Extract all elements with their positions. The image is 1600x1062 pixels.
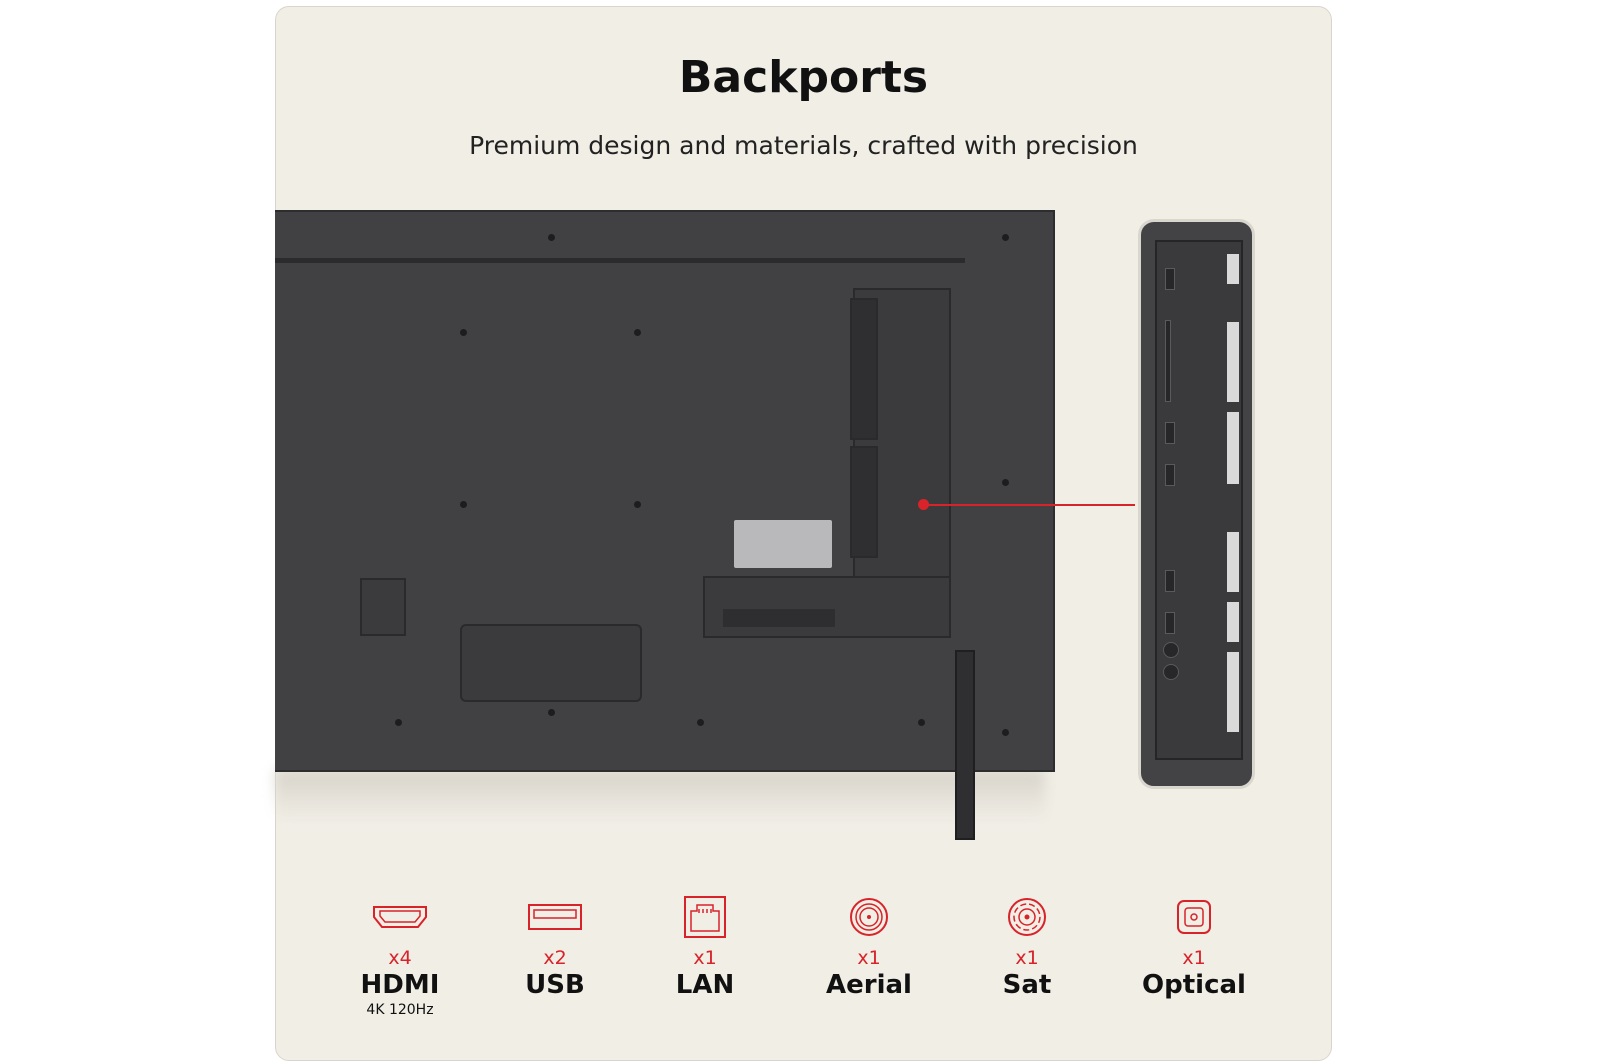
feature-count: x1 xyxy=(1015,947,1039,969)
vesa-mount-hole xyxy=(634,501,641,508)
aerial-port xyxy=(1163,642,1179,658)
callout-dot xyxy=(918,499,929,510)
callout-line xyxy=(925,504,1135,506)
port-zoom-view xyxy=(1138,219,1255,789)
hdmi-port xyxy=(1165,464,1175,486)
hdmi-port xyxy=(1165,570,1175,592)
rating-label xyxy=(734,520,832,568)
feature-name: USB xyxy=(525,970,585,1000)
tv-stand-leg xyxy=(955,650,975,840)
feature-sat: x1 Sat xyxy=(952,893,1102,1000)
vesa-mount-hole xyxy=(460,329,467,336)
vesa-mount-hole xyxy=(634,329,641,336)
feature-count: x1 xyxy=(857,947,881,969)
screw xyxy=(1002,234,1009,241)
port-label-strip xyxy=(1227,532,1239,592)
feature-spec: 4K 120Hz xyxy=(366,1002,434,1018)
screw xyxy=(1002,479,1009,486)
screw xyxy=(918,719,925,726)
screw xyxy=(1002,729,1009,736)
vesa-mount-hole xyxy=(460,501,467,508)
port-label-strip xyxy=(1227,652,1239,732)
optical-port-icon xyxy=(1119,893,1269,941)
feature-count: x4 xyxy=(388,947,412,969)
hdmi-port xyxy=(1165,612,1175,634)
port-label-strip xyxy=(1227,412,1239,484)
screw xyxy=(395,719,402,726)
usb-port-icon xyxy=(480,893,630,941)
feature-usb: x2 USB xyxy=(480,893,630,1000)
feature-aerial: x1 Aerial xyxy=(794,893,944,1000)
feature-name: Aerial xyxy=(826,970,912,1000)
tv-rail xyxy=(275,258,965,263)
feature-count: x2 xyxy=(543,947,567,969)
port-label-strip xyxy=(1227,254,1239,284)
feature-optical: x1 Optical xyxy=(1119,893,1269,1000)
port-label-strip xyxy=(1227,322,1239,402)
sat-port-icon xyxy=(952,893,1102,941)
screw xyxy=(548,709,555,716)
screw xyxy=(548,234,555,241)
usb-port xyxy=(1165,422,1175,444)
hdmi-port xyxy=(1165,268,1175,290)
ci-slot xyxy=(1165,320,1171,402)
lan-port-icon xyxy=(630,893,780,941)
tv-shadow xyxy=(275,770,1045,820)
speaker-cover xyxy=(460,624,642,702)
aerial-port-icon xyxy=(794,893,944,941)
feature-name: Optical xyxy=(1142,970,1246,1000)
sat-port xyxy=(1163,664,1179,680)
feature-name: Sat xyxy=(1002,970,1052,1000)
feature-hdmi: x4 HDMI 4K 120Hz xyxy=(325,893,475,1018)
port-label-strip xyxy=(723,609,835,627)
page-title: Backports xyxy=(678,52,929,103)
feature-name: HDMI xyxy=(360,970,440,1000)
bottom-port-housing xyxy=(703,576,951,638)
port-panel-upper xyxy=(850,298,878,440)
screw xyxy=(697,719,704,726)
port-label-strip xyxy=(1227,602,1239,642)
power-socket xyxy=(360,578,406,636)
tv-back-image xyxy=(275,210,1055,772)
feature-name: LAN xyxy=(675,970,735,1000)
hdmi-port-icon xyxy=(325,893,475,941)
feature-lan: x1 LAN xyxy=(630,893,780,1000)
page-subtitle: Premium design and materials, crafted wi… xyxy=(469,131,1138,160)
feature-count: x1 xyxy=(693,947,717,969)
port-panel-lower xyxy=(850,446,878,558)
feature-count: x1 xyxy=(1182,947,1206,969)
port-zoom-panel xyxy=(1155,240,1243,760)
